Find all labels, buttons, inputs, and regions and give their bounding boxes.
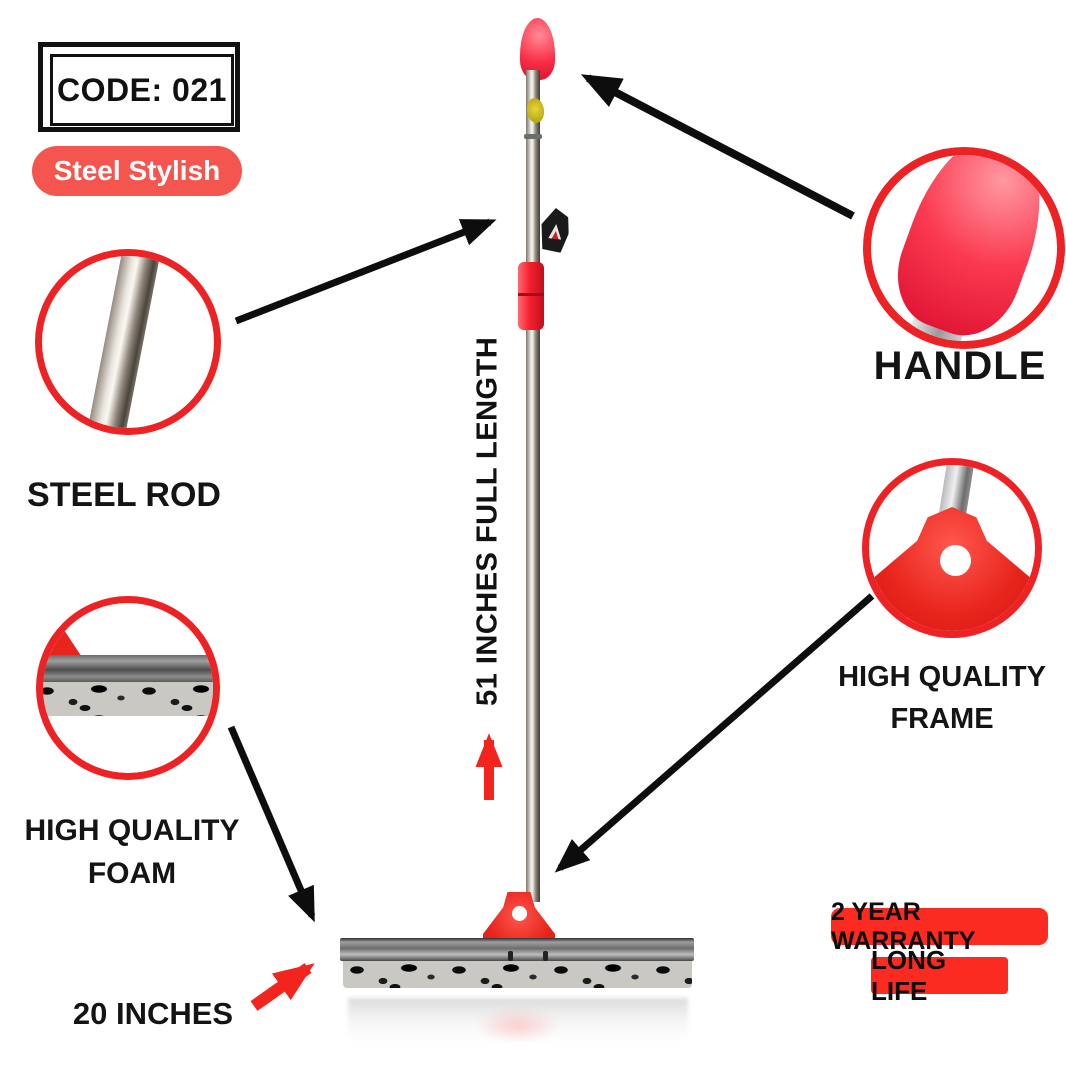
arrow-to-handle-icon bbox=[580, 74, 855, 220]
rod-connector-sleeve bbox=[518, 262, 544, 330]
product-code-box: CODE: 021 bbox=[38, 42, 240, 132]
width-arrow-icon bbox=[250, 963, 315, 1011]
frame-screw-left bbox=[508, 951, 513, 961]
frame-screw-right bbox=[543, 951, 548, 961]
frame-label-line1: HIGH QUALITY bbox=[838, 661, 1046, 693]
rod-connector-seam bbox=[518, 293, 544, 296]
foam-label-line1: HIGH QUALITY bbox=[24, 814, 240, 847]
full-length-label: 51 INCHES FULL LENGTH bbox=[471, 336, 504, 706]
foam-label: HIGH QUALITY FOAM bbox=[18, 810, 246, 895]
foam-callout-circle bbox=[36, 596, 220, 780]
product-code-label: CODE: 021 bbox=[50, 54, 234, 126]
steel-rod-label: STEEL ROD bbox=[27, 476, 221, 514]
arrow-to-rod-icon bbox=[234, 218, 497, 325]
handle-label: HANDLE bbox=[873, 344, 1047, 388]
rod-clamp-ring bbox=[524, 134, 542, 139]
blade-foam bbox=[343, 961, 692, 988]
frame-label-line2: FRAME bbox=[890, 703, 994, 736]
frame-callout-circle bbox=[862, 458, 1042, 638]
squeegee-handle-knob bbox=[520, 18, 555, 80]
blade-width-label: 20 INCHES bbox=[72, 996, 234, 1031]
handle-callout-circle bbox=[863, 147, 1065, 349]
handle-knob-closeup bbox=[881, 155, 1057, 341]
foam-label-line2: FOAM bbox=[87, 856, 177, 890]
style-badge: Steel Stylish bbox=[32, 146, 242, 196]
warranty-badge: 2 YEAR WARRANTY bbox=[831, 898, 1048, 955]
floor-reflection bbox=[348, 998, 688, 1042]
foam-channel-closeup bbox=[43, 655, 213, 682]
frame-label: HIGH QUALITY FRAME bbox=[822, 656, 1062, 740]
frame-hole-closeup bbox=[940, 545, 971, 576]
long-life-badge: LONG LIFE bbox=[871, 945, 1008, 1006]
blade-metal-channel bbox=[340, 938, 694, 961]
foam-closeup bbox=[43, 682, 213, 716]
frame-hole bbox=[512, 906, 527, 921]
steel-rod-callout-circle bbox=[35, 249, 221, 435]
steel-rod-closeup bbox=[82, 256, 164, 428]
squeegee-steel-rod bbox=[526, 70, 540, 902]
